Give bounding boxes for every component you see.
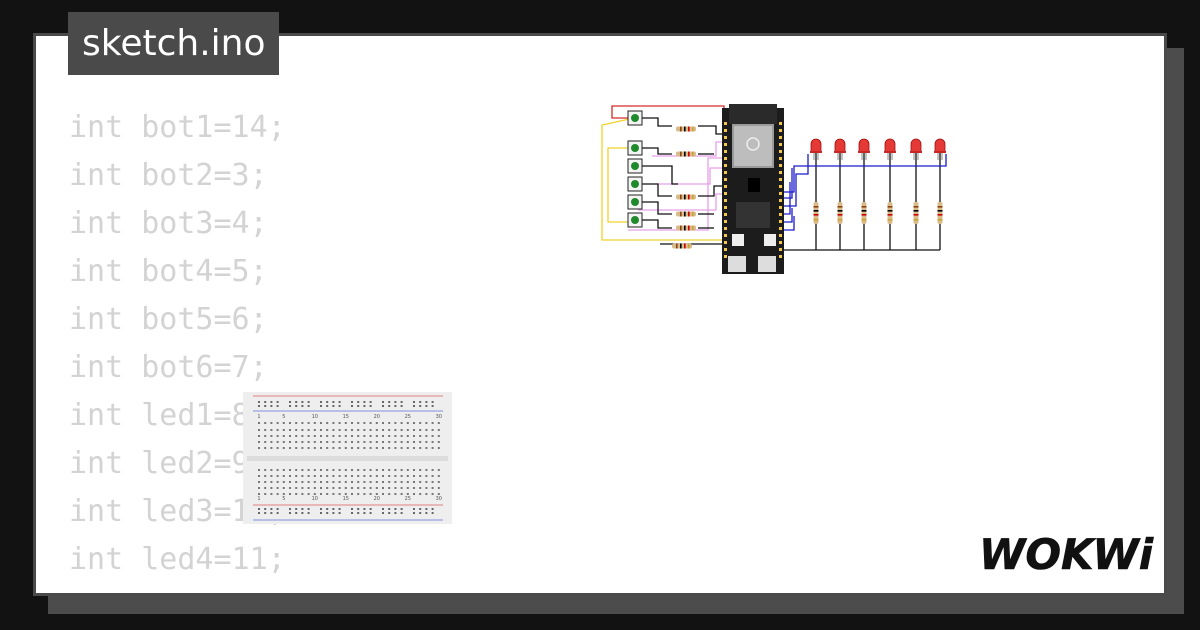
resistor (676, 225, 696, 231)
breadboard-column-label: 20 (374, 414, 380, 420)
led-red[interactable] (910, 138, 922, 160)
button-resistors (672, 126, 696, 249)
code-line: int bot1=14; (69, 110, 286, 145)
resistor (676, 194, 696, 200)
led-red[interactable] (934, 138, 946, 160)
push-button[interactable] (627, 140, 643, 156)
led-red[interactable] (810, 138, 822, 160)
led-red[interactable] (834, 138, 846, 160)
wokwi-logo: WOKWi (979, 530, 1154, 579)
push-button[interactable] (627, 110, 643, 126)
resistor (676, 211, 696, 217)
circuit-diagram[interactable] (598, 98, 958, 278)
code-line: int led4=11; (69, 542, 286, 577)
code-line: int bot5=6; (69, 302, 268, 337)
leds[interactable] (810, 138, 946, 160)
breadboard-column-label: 1 (257, 496, 260, 502)
wires-pink (628, 141, 724, 231)
breadboard-column-label: 10 (312, 414, 318, 420)
logo-text: WOKWi (979, 530, 1154, 579)
breadboard-column-label: 10 (312, 496, 318, 502)
resistor (672, 243, 692, 249)
push-button[interactable] (627, 158, 643, 174)
breadboard-column-label: 30 (436, 496, 442, 502)
led-resistors (813, 202, 943, 224)
resistor (837, 202, 843, 224)
breadboard-column-label: 15 (343, 496, 349, 502)
resistor (861, 202, 867, 224)
push-button[interactable] (627, 176, 643, 192)
resistor (887, 202, 893, 224)
breadboard-column-label: 20 (374, 496, 380, 502)
code-line: int bot3=4; (69, 206, 268, 241)
code-editor: int bot1=14; int bot2=3; int bot3=4; int bo… (69, 104, 286, 584)
resistor (676, 126, 696, 132)
led-red[interactable] (884, 138, 896, 160)
wires-black (642, 117, 941, 251)
resistor (913, 202, 919, 224)
led-red[interactable] (858, 138, 870, 160)
push-buttons[interactable] (627, 110, 643, 228)
breadboard-column-label: 5 (282, 414, 285, 420)
resistor (813, 202, 819, 224)
code-line: int bot2=3; (69, 158, 268, 193)
breadboard-column-label: 15 (343, 414, 349, 420)
breadboard-column-label: 1 (257, 414, 260, 420)
code-line: int bot4=5; (69, 254, 268, 289)
breadboard-column-label: 5 (282, 496, 285, 502)
push-button[interactable] (627, 212, 643, 228)
resistor (937, 202, 943, 224)
resistor (676, 151, 696, 157)
code-line: int bot6=7; (69, 350, 268, 385)
wires-yellow (601, 117, 724, 241)
breadboard-column-label: 25 (405, 496, 411, 502)
breadboard-column-label: 30 (436, 414, 442, 420)
push-button[interactable] (627, 194, 643, 210)
file-tab[interactable]: sketch.ino (68, 12, 280, 75)
esp32-board[interactable] (722, 104, 784, 274)
project-preview-card: int bot1=14; int bot2=3; int bot3=4; int bo… (33, 33, 1167, 596)
breadboard-column-label: 25 (405, 414, 411, 420)
